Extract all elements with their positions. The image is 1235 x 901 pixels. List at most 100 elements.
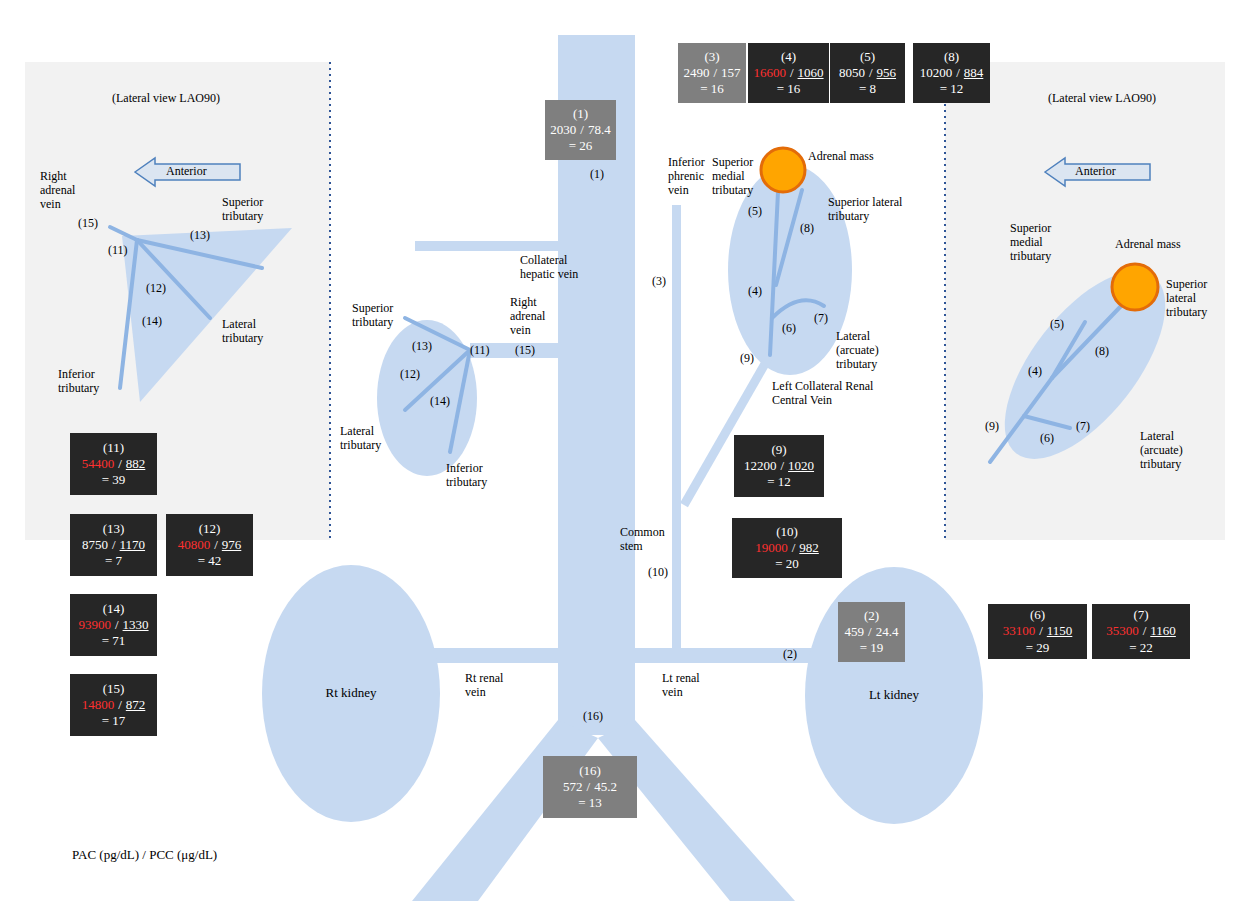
ratio-value: = 16 xyxy=(777,81,801,97)
slash: / xyxy=(869,65,873,80)
slash: / xyxy=(118,456,122,471)
callout-number: (14) xyxy=(430,395,450,409)
pac-value: 35300 xyxy=(1106,623,1139,638)
slash: / xyxy=(956,65,960,80)
dotted-divider xyxy=(329,62,331,540)
adrenal-triangle xyxy=(122,228,292,402)
slash: / xyxy=(580,122,584,137)
dark-value-box: (9)12200/1020= 12 xyxy=(734,435,824,497)
dark-value-box: (14)93900/1330= 71 xyxy=(70,594,157,656)
callout-number: (5) xyxy=(748,205,762,219)
kidney-fill xyxy=(805,567,983,824)
value-line: 19000/982 xyxy=(755,540,819,556)
ratio-value: = 26 xyxy=(569,138,593,154)
slash: / xyxy=(790,65,794,80)
callout-number: (11) xyxy=(470,344,490,358)
anatomy-label: Lateral (arcuate) tributary xyxy=(1140,430,1202,471)
callout-number: (4) xyxy=(1028,365,1042,379)
ratio-value: = 42 xyxy=(198,553,222,569)
callout-number: (6) xyxy=(782,322,796,336)
slash: / xyxy=(780,458,784,473)
ratio-value: = 22 xyxy=(1129,640,1153,656)
pcc-value: 872 xyxy=(126,697,146,712)
anatomy-label: Superior medial tributary xyxy=(1010,222,1070,263)
anatomy-label: Adrenal mass xyxy=(808,150,874,164)
anatomy-label: Rt renal vein xyxy=(465,672,525,700)
callout-number: (15) xyxy=(515,344,535,358)
slash: / xyxy=(118,697,122,712)
pcc-value: 884 xyxy=(964,65,984,80)
pac-value: 8750 xyxy=(82,537,108,552)
anatomy-label: Collateral hepatic vein xyxy=(520,254,592,282)
ratio-value: = 39 xyxy=(102,472,126,488)
slash: / xyxy=(868,624,872,639)
vein-index: (7) xyxy=(1133,607,1148,623)
kidney-shape: Lt kidney(2)459/24.4= 19 xyxy=(805,567,983,824)
callout-number: (13) xyxy=(190,229,210,243)
slash: / xyxy=(792,540,796,555)
pac-value: 93900 xyxy=(78,617,111,632)
anatomy-label: Anterior xyxy=(166,165,207,179)
ratio-value: = 13 xyxy=(578,795,602,811)
anatomy-label: Common stem xyxy=(620,526,668,554)
slash: / xyxy=(1143,623,1147,638)
ratio-value: = 71 xyxy=(102,633,126,649)
dark-value-box: (4)16600/1060= 16 xyxy=(748,43,829,103)
value-line: 40800/976 xyxy=(178,537,242,553)
callout-number: (7) xyxy=(814,312,828,326)
callout-number: (8) xyxy=(800,222,814,236)
pcc-value: 157 xyxy=(721,65,741,80)
vein-index: (1) xyxy=(573,106,588,122)
ratio-value: = 29 xyxy=(1026,640,1050,656)
kidney-name: Rt kidney xyxy=(326,685,377,701)
anterior-arrow xyxy=(135,158,240,186)
tributary-lines xyxy=(110,227,262,388)
pac-value: 2490 xyxy=(683,65,709,80)
anatomy-label: Left Collateral Renal Central Vein xyxy=(772,380,882,408)
vein-index: (12) xyxy=(199,521,221,537)
value-line: 35300 /1160 xyxy=(1106,623,1176,639)
pcc-value: 956 xyxy=(877,65,897,80)
ratio-value: = 16 xyxy=(700,81,724,97)
left-lateral-panel xyxy=(945,62,1225,540)
value-line: 54400/882 xyxy=(82,456,146,472)
ratio-value: = 7 xyxy=(105,553,122,569)
callout-number: (9) xyxy=(985,420,999,434)
anatomy-label: Adrenal mass xyxy=(1115,238,1181,252)
right-lateral-panel xyxy=(25,62,330,540)
pcc-value: 1020 xyxy=(788,458,814,473)
kidney-name: Lt kidney xyxy=(869,687,919,703)
anatomy-label: Anterior xyxy=(1075,165,1116,179)
callout-number: (13) xyxy=(412,340,432,354)
value-line: 16600/1060 xyxy=(753,65,823,81)
callout-number: (11) xyxy=(108,244,128,258)
anatomy-label: Superior lateral tributary xyxy=(1166,278,1221,319)
value-line: 2490/157 xyxy=(683,65,740,81)
pcc-value: 982 xyxy=(799,540,819,555)
anatomy-label: Superior tributary xyxy=(222,196,282,224)
ratio-value: = 12 xyxy=(767,474,791,490)
ratio-value: = 20 xyxy=(775,556,799,572)
vein-index: (3) xyxy=(704,49,719,65)
anatomy-label: (Lateral view LAO90) xyxy=(1048,92,1156,106)
pac-value: 54400 xyxy=(82,456,115,471)
kidney-fill xyxy=(262,565,440,822)
vein-index: (13) xyxy=(103,521,125,537)
anatomy-label: Right adrenal vein xyxy=(510,296,560,337)
value-line: 12200/1020 xyxy=(744,458,814,474)
anatomy-label: Right adrenal vein xyxy=(40,170,98,211)
anatomy-label: Inferior tributary xyxy=(446,462,501,490)
dark-value-box: (5)8050/956= 8 xyxy=(830,43,905,103)
pac-value: 2030 xyxy=(550,122,576,137)
pcc-value: 1160 xyxy=(1150,623,1176,638)
pcc-value: 45.2 xyxy=(594,779,617,794)
grey-value-box: (16)572/45.2= 13 xyxy=(543,756,637,818)
grey-value-box: (1)2030/78.4= 26 xyxy=(545,100,616,160)
callout-number: (9) xyxy=(740,352,754,366)
vein-index: (5) xyxy=(860,49,875,65)
value-line: 572/45.2 xyxy=(563,779,617,795)
anatomy-label: Lateral tributary xyxy=(222,318,282,346)
value-line: 8050/956 xyxy=(839,65,896,81)
ratio-value: = 17 xyxy=(102,713,126,729)
